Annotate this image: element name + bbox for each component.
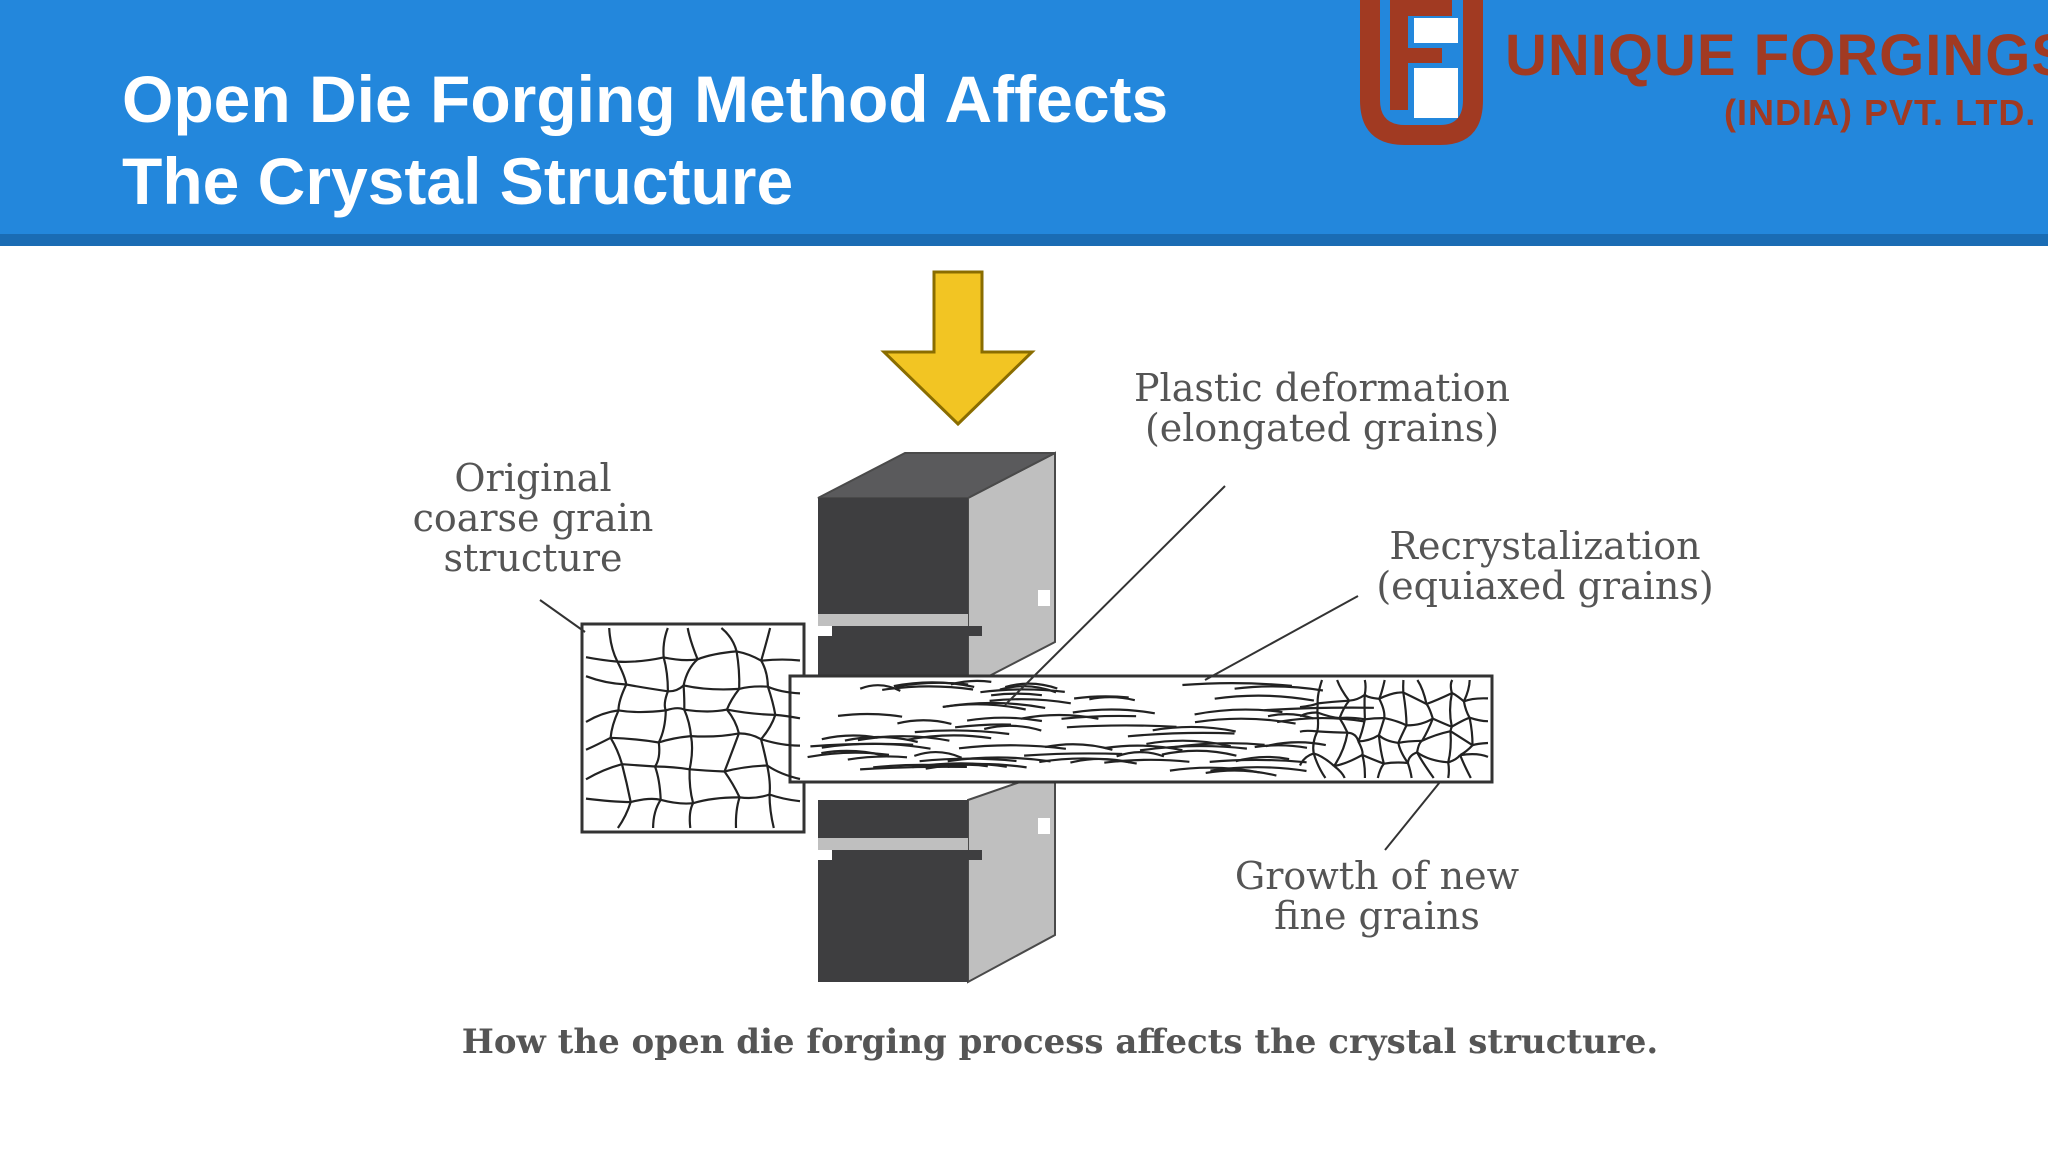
leader-plastic — [1004, 485, 1226, 706]
label-recrystal-line-1: Recrystalization — [1389, 524, 1701, 568]
leader-growth — [1384, 781, 1441, 851]
label-plastic-line-2: (elongated grains) — [1144, 406, 1500, 450]
label-recrystal-line-2: (equiaxed grains) — [1376, 564, 1714, 608]
label-original-line-1: Original — [454, 456, 612, 500]
label-growth-line-1: Growth of new — [1234, 854, 1520, 898]
label-recrystallization: Recrystalization (equiaxed grains) — [1368, 526, 1722, 606]
upper-die — [817, 451, 1056, 689]
leader-original — [539, 599, 586, 633]
header-bar: Open Die Forging Method Affects The Crys… — [0, 0, 2048, 246]
label-plastic-line-1: Plastic deformation — [1133, 366, 1511, 410]
brand-name: UNIQUE FORGINGS — [1505, 23, 2048, 88]
title-line-2: The Crystal Structure — [122, 144, 794, 218]
lower-die — [818, 768, 1056, 984]
label-plastic-deformation: Plastic deformation (elongated grains) — [1120, 368, 1524, 448]
label-original-grain: Original coarse grain structure — [396, 458, 670, 578]
label-growth-fine-grains: Growth of new fine grains — [1222, 856, 1532, 936]
label-original-line-2: coarse grain — [412, 496, 654, 540]
press-arrow-icon — [880, 270, 1036, 427]
title-line-1: Open Die Forging Method Affects — [122, 62, 1169, 136]
brand-subtitle: (INDIA) PVT. LTD. — [1724, 92, 2037, 133]
label-growth-line-2: fine grains — [1274, 894, 1480, 938]
figure-caption: How the open die forging process affects… — [461, 1022, 1659, 1062]
leader-recrystal — [1204, 595, 1359, 681]
slide-title: Open Die Forging Method Affects The Crys… — [122, 58, 1168, 222]
label-original-line-3: structure — [443, 536, 623, 580]
uf-monogram-icon — [1360, 0, 1483, 145]
coarse-grain-block — [580, 622, 806, 834]
grain-texture — [585, 627, 1489, 829]
